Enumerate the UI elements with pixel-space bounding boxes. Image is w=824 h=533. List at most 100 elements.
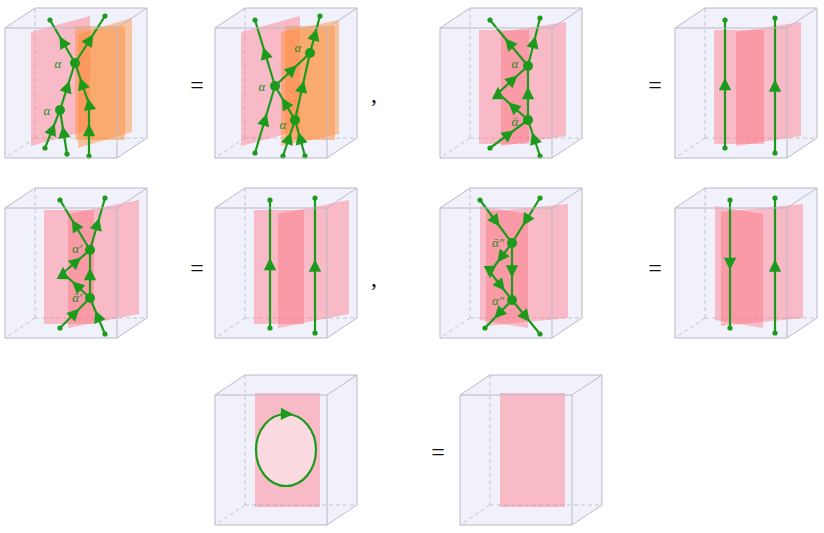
string-line — [490, 20, 528, 66]
junction-dot — [85, 293, 95, 303]
cube-figure — [460, 375, 602, 525]
cube-edge — [327, 188, 357, 338]
cube-edge — [675, 208, 787, 338]
cube-edge — [215, 375, 357, 395]
cube-hidden-edge — [215, 505, 245, 525]
string-line — [774, 198, 776, 333]
cube-edge — [215, 395, 327, 525]
relation-symbol: , — [371, 82, 377, 106]
cube-edge — [215, 8, 357, 28]
vertex-label: α — [280, 118, 287, 131]
cube-edge — [327, 375, 357, 525]
junction-dot — [270, 81, 280, 91]
string-end — [772, 15, 777, 20]
relation-symbol: = — [648, 73, 662, 97]
vertex-label: α — [295, 41, 302, 54]
cube-hidden-edge — [440, 318, 470, 338]
cube-face — [675, 8, 817, 158]
cube-hidden-edge — [460, 505, 490, 525]
cube-face — [440, 8, 582, 158]
string-line — [774, 18, 776, 153]
string-line — [60, 63, 75, 110]
cube-edge — [787, 188, 817, 338]
cube-edge — [117, 188, 147, 338]
cube-figure — [215, 375, 357, 525]
string-line — [255, 86, 275, 153]
cube-figure — [5, 188, 147, 338]
cube-hidden-edge — [440, 138, 470, 158]
relation-symbol: = — [190, 256, 204, 280]
string-end — [722, 145, 727, 150]
string-end — [477, 197, 482, 202]
string-arrow — [283, 413, 291, 415]
vertex-label: α — [55, 57, 62, 70]
string-line — [527, 66, 529, 120]
string-line — [490, 243, 512, 300]
string-end — [102, 195, 107, 200]
cube-edge — [440, 8, 582, 28]
cube-face — [460, 375, 602, 525]
string-line — [512, 198, 540, 243]
string-line — [490, 120, 528, 148]
cube-edge — [675, 28, 787, 158]
cube-figure — [5, 8, 147, 159]
string-end — [47, 17, 52, 22]
vertex-label: α″ — [492, 294, 504, 307]
string-end — [312, 330, 317, 335]
string-end — [57, 325, 62, 330]
string-end — [42, 145, 47, 150]
junction-dot — [290, 115, 300, 125]
relation-symbol: , — [371, 266, 377, 290]
string-line — [528, 18, 540, 66]
cube-figure — [440, 188, 582, 338]
string-line — [724, 20, 726, 148]
cube-figure — [215, 8, 357, 159]
string-end — [727, 197, 732, 202]
cube-edge — [5, 8, 147, 28]
cube-face — [440, 188, 582, 338]
junction-dot — [523, 115, 533, 125]
string-line — [75, 63, 89, 156]
vertex-label: α — [512, 57, 519, 70]
string-end — [772, 150, 777, 155]
junction-dot — [507, 295, 517, 305]
cube-edge — [117, 8, 147, 158]
string-end — [267, 325, 272, 330]
junction-dot — [85, 245, 95, 255]
cube-edge — [460, 395, 572, 525]
cube-edge — [572, 375, 602, 525]
cube-hidden-edge — [675, 318, 705, 338]
cube-figure — [675, 8, 817, 158]
junction-dot — [305, 48, 315, 58]
string-end — [727, 325, 732, 330]
string-line — [729, 200, 731, 328]
cube-edge — [5, 28, 117, 158]
string-line — [275, 53, 310, 86]
relation-symbol: = — [190, 73, 204, 97]
cube-edge — [215, 28, 327, 158]
cube-edge — [440, 208, 552, 338]
vertex-label: α′ — [72, 242, 82, 255]
defect-plane — [486, 204, 568, 326]
string-end — [482, 325, 487, 330]
defect-plane — [500, 393, 565, 507]
string-line — [50, 20, 75, 63]
defect-plane — [721, 204, 803, 326]
cube-edge — [327, 8, 357, 158]
vertex-label: ᾱ″ — [492, 236, 504, 249]
string-end — [537, 331, 542, 336]
cube-face — [5, 8, 147, 158]
defect-plane — [255, 393, 320, 507]
string-end — [252, 17, 257, 22]
cube-face — [675, 188, 817, 338]
cube-face — [215, 375, 357, 525]
string-end — [772, 195, 777, 200]
string-line — [511, 243, 513, 300]
string-loop — [256, 414, 316, 486]
cube-face — [215, 8, 357, 158]
string-line — [275, 86, 295, 120]
string-line — [498, 66, 528, 120]
string-line — [295, 53, 310, 120]
